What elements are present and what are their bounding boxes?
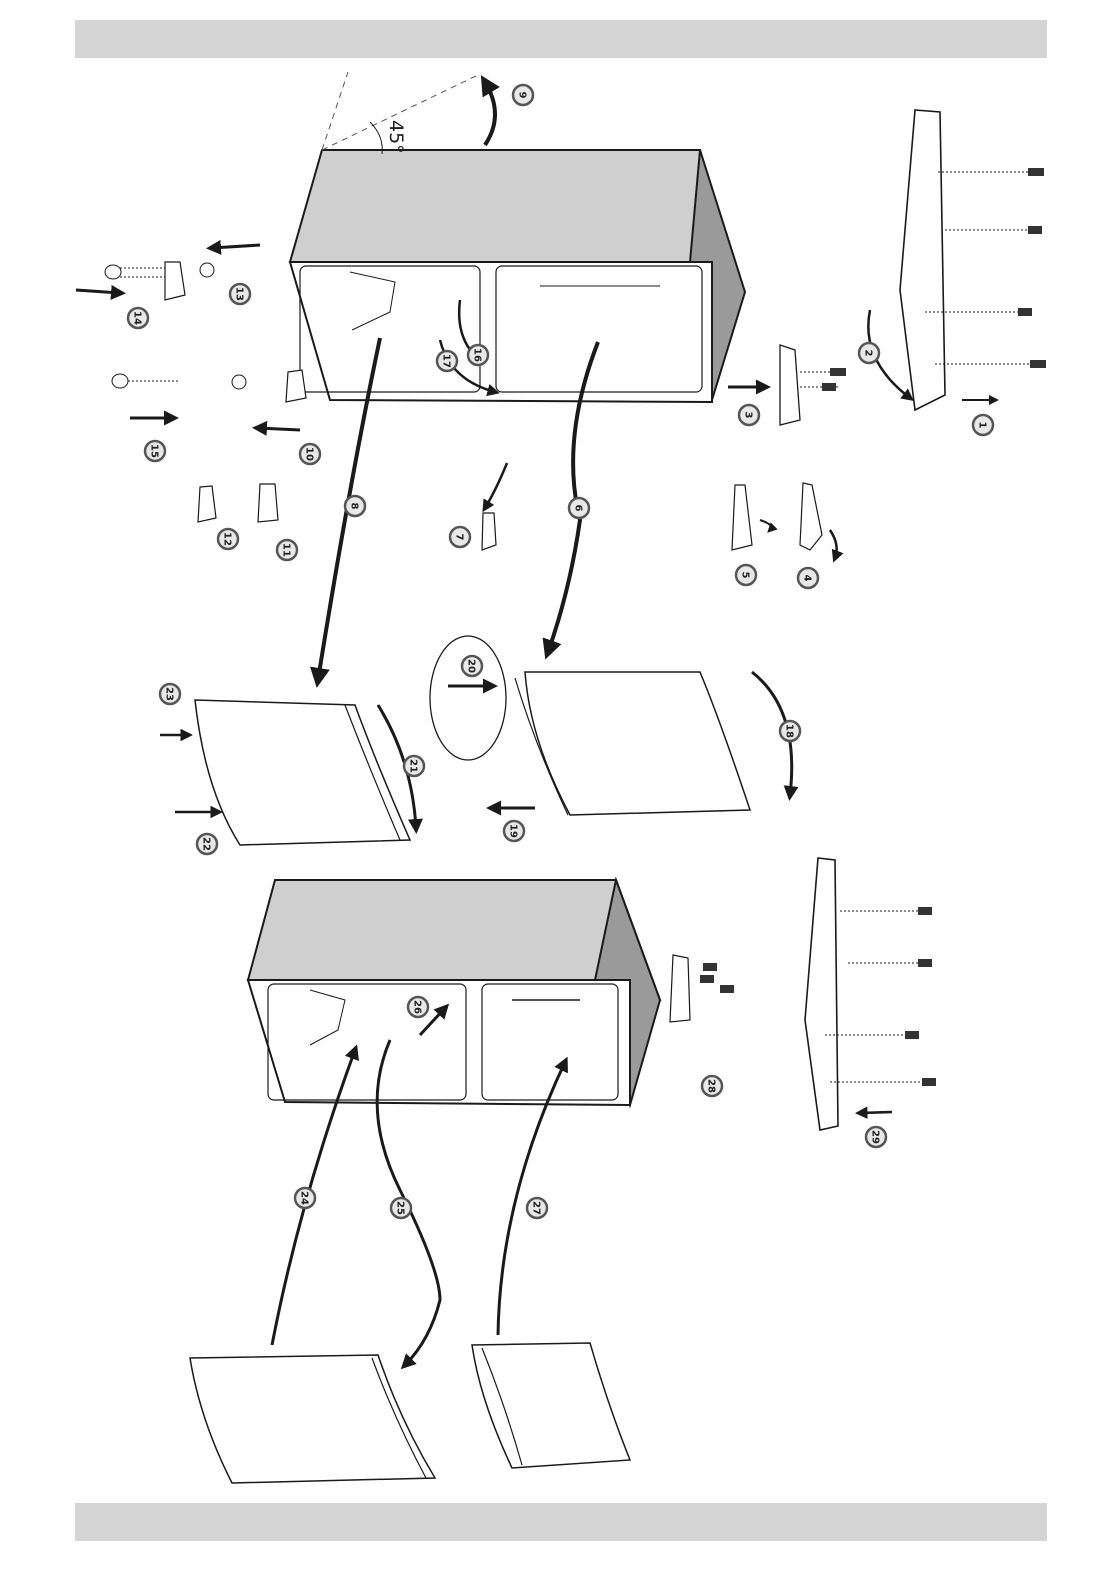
door-fridge-lower (472, 1343, 630, 1468)
step-number: 26 (412, 1000, 423, 1014)
step-badge-8: 8 (345, 496, 365, 516)
step-badge-27: 27 (527, 1198, 547, 1218)
step-number: 22 (201, 837, 212, 851)
step-number: 15 (149, 444, 160, 458)
step-badge-23: 23 (160, 684, 180, 704)
fridge-cabinet-upper (290, 150, 745, 402)
step-badge-4: 4 (798, 568, 818, 588)
step-badge-26: 26 (408, 997, 428, 1017)
step-badge-2: 2 (859, 343, 879, 363)
step-badge-19: 19 (504, 821, 524, 841)
step-number: 1 (977, 422, 988, 429)
step-badge-28: 28 (702, 1076, 722, 1096)
door-freezer-upper (195, 700, 410, 845)
step-badge-29: 29 (866, 1127, 886, 1147)
step-number: 3 (743, 412, 754, 419)
step-number: 27 (531, 1201, 542, 1215)
detail-oval-step-20 (430, 636, 506, 760)
step-number: 21 (408, 759, 419, 773)
step-badge-13: 13 (230, 284, 250, 304)
step-badge-7: 7 (450, 527, 470, 547)
step-number: 11 (281, 543, 292, 557)
step-number: 10 (304, 447, 315, 461)
step-number: 23 (164, 687, 175, 701)
step-number: 14 (132, 311, 143, 325)
step-badge-12: 12 (218, 529, 238, 549)
top-cover-panel-upper (900, 110, 1046, 410)
step-number: 25 (395, 1201, 406, 1215)
step-number: 29 (870, 1130, 881, 1144)
door-freezer-lower (190, 1355, 435, 1483)
step-number: 28 (706, 1079, 717, 1093)
step-number: 8 (349, 503, 360, 510)
step-number: 4 (802, 575, 813, 582)
step-badge-10: 10 (300, 444, 320, 464)
step-badge-24: 24 (295, 1188, 315, 1208)
step-badge-1: 1 (973, 415, 993, 435)
angle-guide: 45° (322, 72, 478, 154)
fridge-cabinet-lower (248, 880, 660, 1105)
step-number: 9 (517, 92, 528, 99)
step-number: 18 (784, 724, 795, 738)
step-badge-11: 11 (277, 540, 297, 560)
step-number: 19 (508, 824, 519, 838)
step-badge-14: 14 (128, 308, 148, 328)
step-number: 20 (466, 659, 477, 673)
step-badge-9: 9 (513, 85, 533, 105)
step-number: 2 (863, 350, 874, 357)
step-badge-20: 20 (462, 656, 482, 676)
step-badge-17: 17 (437, 351, 457, 371)
step-number: 17 (441, 354, 452, 368)
step-number: 12 (222, 532, 233, 546)
door-fridge-upper (515, 672, 750, 815)
step-number: 16 (472, 348, 483, 362)
hinge-parts-upper-right (732, 345, 846, 550)
step-number: 5 (740, 572, 751, 579)
step-badge-3: 3 (739, 405, 759, 425)
step-badge-18: 18 (780, 721, 800, 741)
step-number: 7 (454, 534, 465, 541)
step-badge-22: 22 (197, 834, 217, 854)
step-badge-15: 15 (145, 441, 165, 461)
step-badge-25: 25 (391, 1198, 411, 1218)
step-badge-21: 21 (404, 756, 424, 776)
angle-label: 45° (385, 120, 407, 154)
step-number: 24 (299, 1191, 310, 1205)
step-number: 6 (573, 505, 584, 512)
step-badge-6: 6 (569, 498, 589, 518)
step-badge-16: 16 (468, 345, 488, 365)
step-badge-5: 5 (736, 565, 756, 585)
step-number: 13 (234, 287, 245, 301)
